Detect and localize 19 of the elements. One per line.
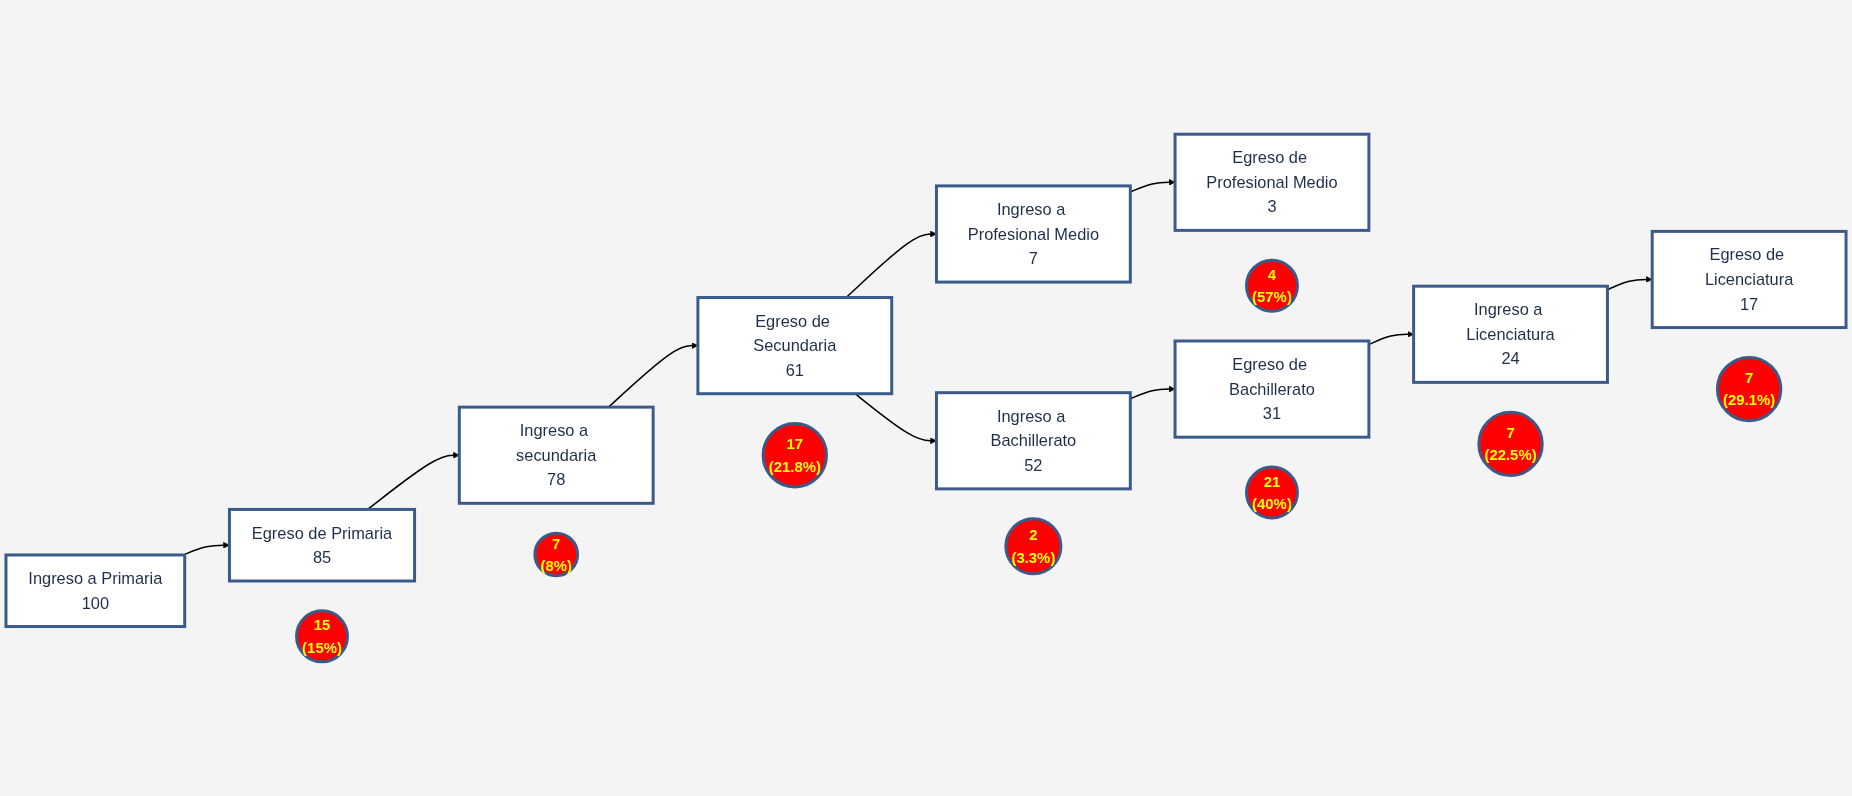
node-circle: 7 (22.5%): [1477, 410, 1544, 478]
node-box: Ingreso a secundaria 78: [457, 405, 655, 505]
node-circle: 7 (29.1%): [1715, 355, 1783, 423]
node-box: Egreso de Primaria 85: [227, 507, 417, 583]
node-circle: 7 (8%): [533, 531, 580, 578]
node-box: Ingreso a Licenciatura 24: [1412, 284, 1609, 384]
node-circle: 2 (3.3%): [1004, 517, 1063, 576]
node-circle: 21 (40%): [1245, 465, 1299, 520]
node-box: Egreso de Profesional Medio 3: [1173, 132, 1371, 232]
node-circle: 17 (21.8%): [761, 422, 828, 489]
node-circle: 15 (15%): [295, 609, 349, 664]
arrow: [1368, 331, 1414, 346]
node-box: Egreso de Licenciatura 17: [1650, 229, 1848, 330]
node-box: Ingreso a Primaria 100: [4, 553, 187, 629]
node-circle: 4 (57%): [1245, 258, 1299, 313]
node-box: Egreso de Secundaria 61: [696, 296, 894, 396]
node-box: Ingreso a Profesional Medio 7: [934, 184, 1132, 284]
node-box: Ingreso a Bachillerato 52: [934, 391, 1132, 491]
node-box: Egreso de Bachillerato 31: [1173, 339, 1371, 439]
